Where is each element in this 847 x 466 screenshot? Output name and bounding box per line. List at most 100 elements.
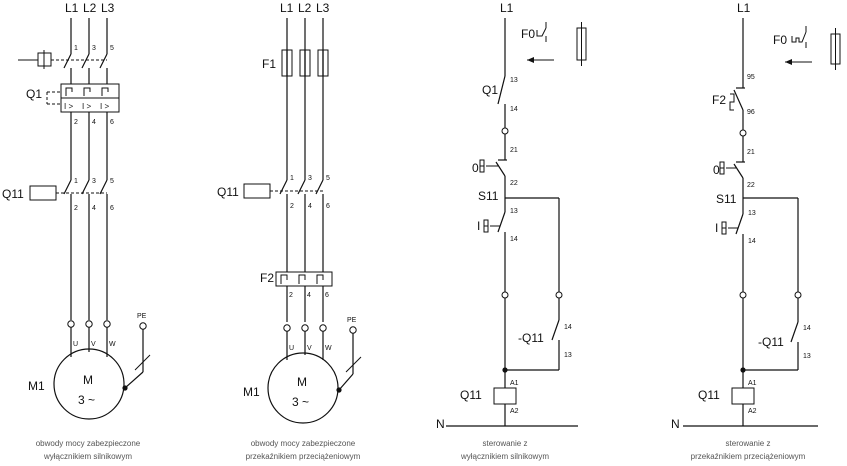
start-ref-label: I — [477, 219, 480, 233]
overload-term-96: 96 — [747, 109, 755, 116]
pe-conductor — [122, 322, 151, 391]
stop-term-21: 21 — [747, 149, 755, 156]
breaker-term-6: 6 — [110, 119, 114, 126]
stop-button-contact — [479, 156, 507, 198]
breaker-term-14: 14 — [510, 106, 518, 113]
overload-term-95: 95 — [747, 74, 755, 81]
hold-term-13: 13 — [564, 352, 572, 359]
contactor-term-3: 3 — [92, 178, 96, 185]
phase-label-l1: L1 — [65, 1, 79, 15]
fuses — [281, 18, 329, 180]
panel-power-breaker: L1 L2 L3 1 3 5 Q1 — [2, 1, 151, 461]
motor-ref-label: M1 — [28, 379, 45, 393]
phase-label-l1: L1 — [280, 1, 294, 15]
motor-letter: M — [297, 375, 307, 389]
hold-contact-branch — [739, 198, 802, 388]
trip-symbol-2: I > — [82, 102, 91, 111]
breaker-switch-blades — [63, 53, 108, 69]
coil-term-a2: A2 — [748, 408, 757, 415]
motor-symbol: M 3 ~ — [53, 348, 125, 420]
breaker-aux-contact — [497, 75, 509, 135]
motor-term-u: U — [73, 341, 78, 348]
phase-label-l2: L2 — [298, 1, 312, 15]
caption-line-1: obwody mocy zabezpieczone — [36, 439, 141, 448]
aux-contact-symbol — [527, 22, 587, 66]
panel-control-overload: L1 F0 F2 95 96 0 21 — [671, 1, 841, 461]
motor-term-v: V — [91, 341, 96, 348]
handle-operator-symbol — [18, 50, 107, 69]
contactor-coil — [493, 387, 517, 426]
breaker-ref-label: Q1 — [482, 83, 498, 97]
overload-term-4: 4 — [307, 292, 311, 299]
stop-term-22: 22 — [510, 180, 518, 187]
contactor-contacts — [279, 179, 324, 272]
start-button-contact — [483, 197, 559, 292]
panel-control-breaker: L1 F0 Q1 13 14 0 21 22 S11 — [436, 1, 587, 461]
coil-ref-label: Q11 — [698, 388, 720, 402]
caption-line-1: obwody mocy zabezpieczone — [251, 439, 356, 448]
coil-term-a2: A2 — [510, 408, 519, 415]
caption-line-1: sterowanie z — [483, 439, 528, 448]
hold-ref-label: -Q11 — [518, 331, 544, 345]
motor-ref-label: M1 — [243, 385, 260, 399]
contactor-term-1: 1 — [74, 178, 78, 185]
stop-ref-label: 0 — [472, 161, 479, 175]
contactor-contacts — [63, 179, 108, 320]
contactor-term-5: 5 — [326, 175, 330, 182]
phase-conductors-top — [70, 18, 108, 54]
motor-term-w: W — [109, 341, 116, 348]
contactor-term-4: 4 — [92, 205, 96, 212]
start-term-14: 14 — [510, 236, 518, 243]
phase-conductors-mid — [70, 68, 108, 180]
caption-line-1: sterowanie z — [726, 439, 771, 448]
phase-label-l3: L3 — [101, 1, 115, 15]
motor-terminals — [67, 320, 111, 357]
coil-term-a1: A1 — [748, 380, 757, 387]
trip-symbol-3: I > — [100, 102, 109, 111]
overload-ref-label: F2 — [260, 271, 274, 285]
supply-label: L1 — [737, 1, 751, 15]
pe-label: PE — [137, 313, 147, 320]
contactor-term-5: 5 — [110, 178, 114, 185]
overload-term-2: 2 — [289, 292, 293, 299]
neutral-label: N — [436, 417, 445, 431]
stop-button-contact — [719, 158, 745, 198]
contactor-term-1: 1 — [290, 175, 294, 182]
stop-term-21: 21 — [510, 147, 518, 154]
motor-term-u: U — [289, 345, 294, 352]
motor-phase: 3 ~ — [292, 395, 309, 409]
caption-line-2: przekaźnikiem przeciążeniowym — [246, 452, 361, 461]
start-ref-label: I — [715, 221, 718, 235]
caption-line-2: wyłącznikiem silnikowym — [43, 452, 132, 461]
pe-conductor — [336, 326, 362, 393]
coil-term-a1: A1 — [510, 380, 519, 387]
contactor-term-6: 6 — [110, 205, 114, 212]
hold-term-13: 13 — [803, 353, 811, 360]
contactor-term-2: 2 — [74, 205, 78, 212]
aux-ref-label: F0 — [773, 33, 787, 47]
caption-line-2: przekaźnikiem przeciążeniowym — [691, 452, 806, 461]
start-block-ref-label: S11 — [478, 189, 499, 203]
contactor-coil-box — [29, 185, 107, 201]
hold-ref-label: -Q11 — [758, 335, 784, 349]
motor-terminals — [283, 324, 327, 360]
fuse-ref-label: F1 — [262, 57, 276, 71]
breaker-release-block: I > I > I > — [46, 83, 120, 113]
motor-term-w: W — [325, 345, 332, 352]
contactor-ref-label: Q11 — [2, 187, 24, 201]
contactor-term-4: 4 — [308, 203, 312, 210]
phase-label-l3: L3 — [316, 1, 330, 15]
contactor-term-3: 3 — [308, 175, 312, 182]
contactor-term-6: 6 — [326, 203, 330, 210]
caption-line-2: wyłącznikiem silnikowym — [460, 452, 549, 461]
breaker-term-4: 4 — [92, 119, 96, 126]
pe-label: PE — [347, 317, 357, 324]
breaker-term-2: 2 — [74, 119, 78, 126]
contactor-ref-label: Q11 — [217, 185, 239, 199]
aux-ref-label: F0 — [521, 27, 535, 41]
breaker-term-1: 1 — [74, 45, 78, 52]
stop-term-22: 22 — [747, 182, 755, 189]
aux-contact-symbol — [785, 26, 841, 70]
stop-ref-label: 0 — [713, 163, 720, 177]
